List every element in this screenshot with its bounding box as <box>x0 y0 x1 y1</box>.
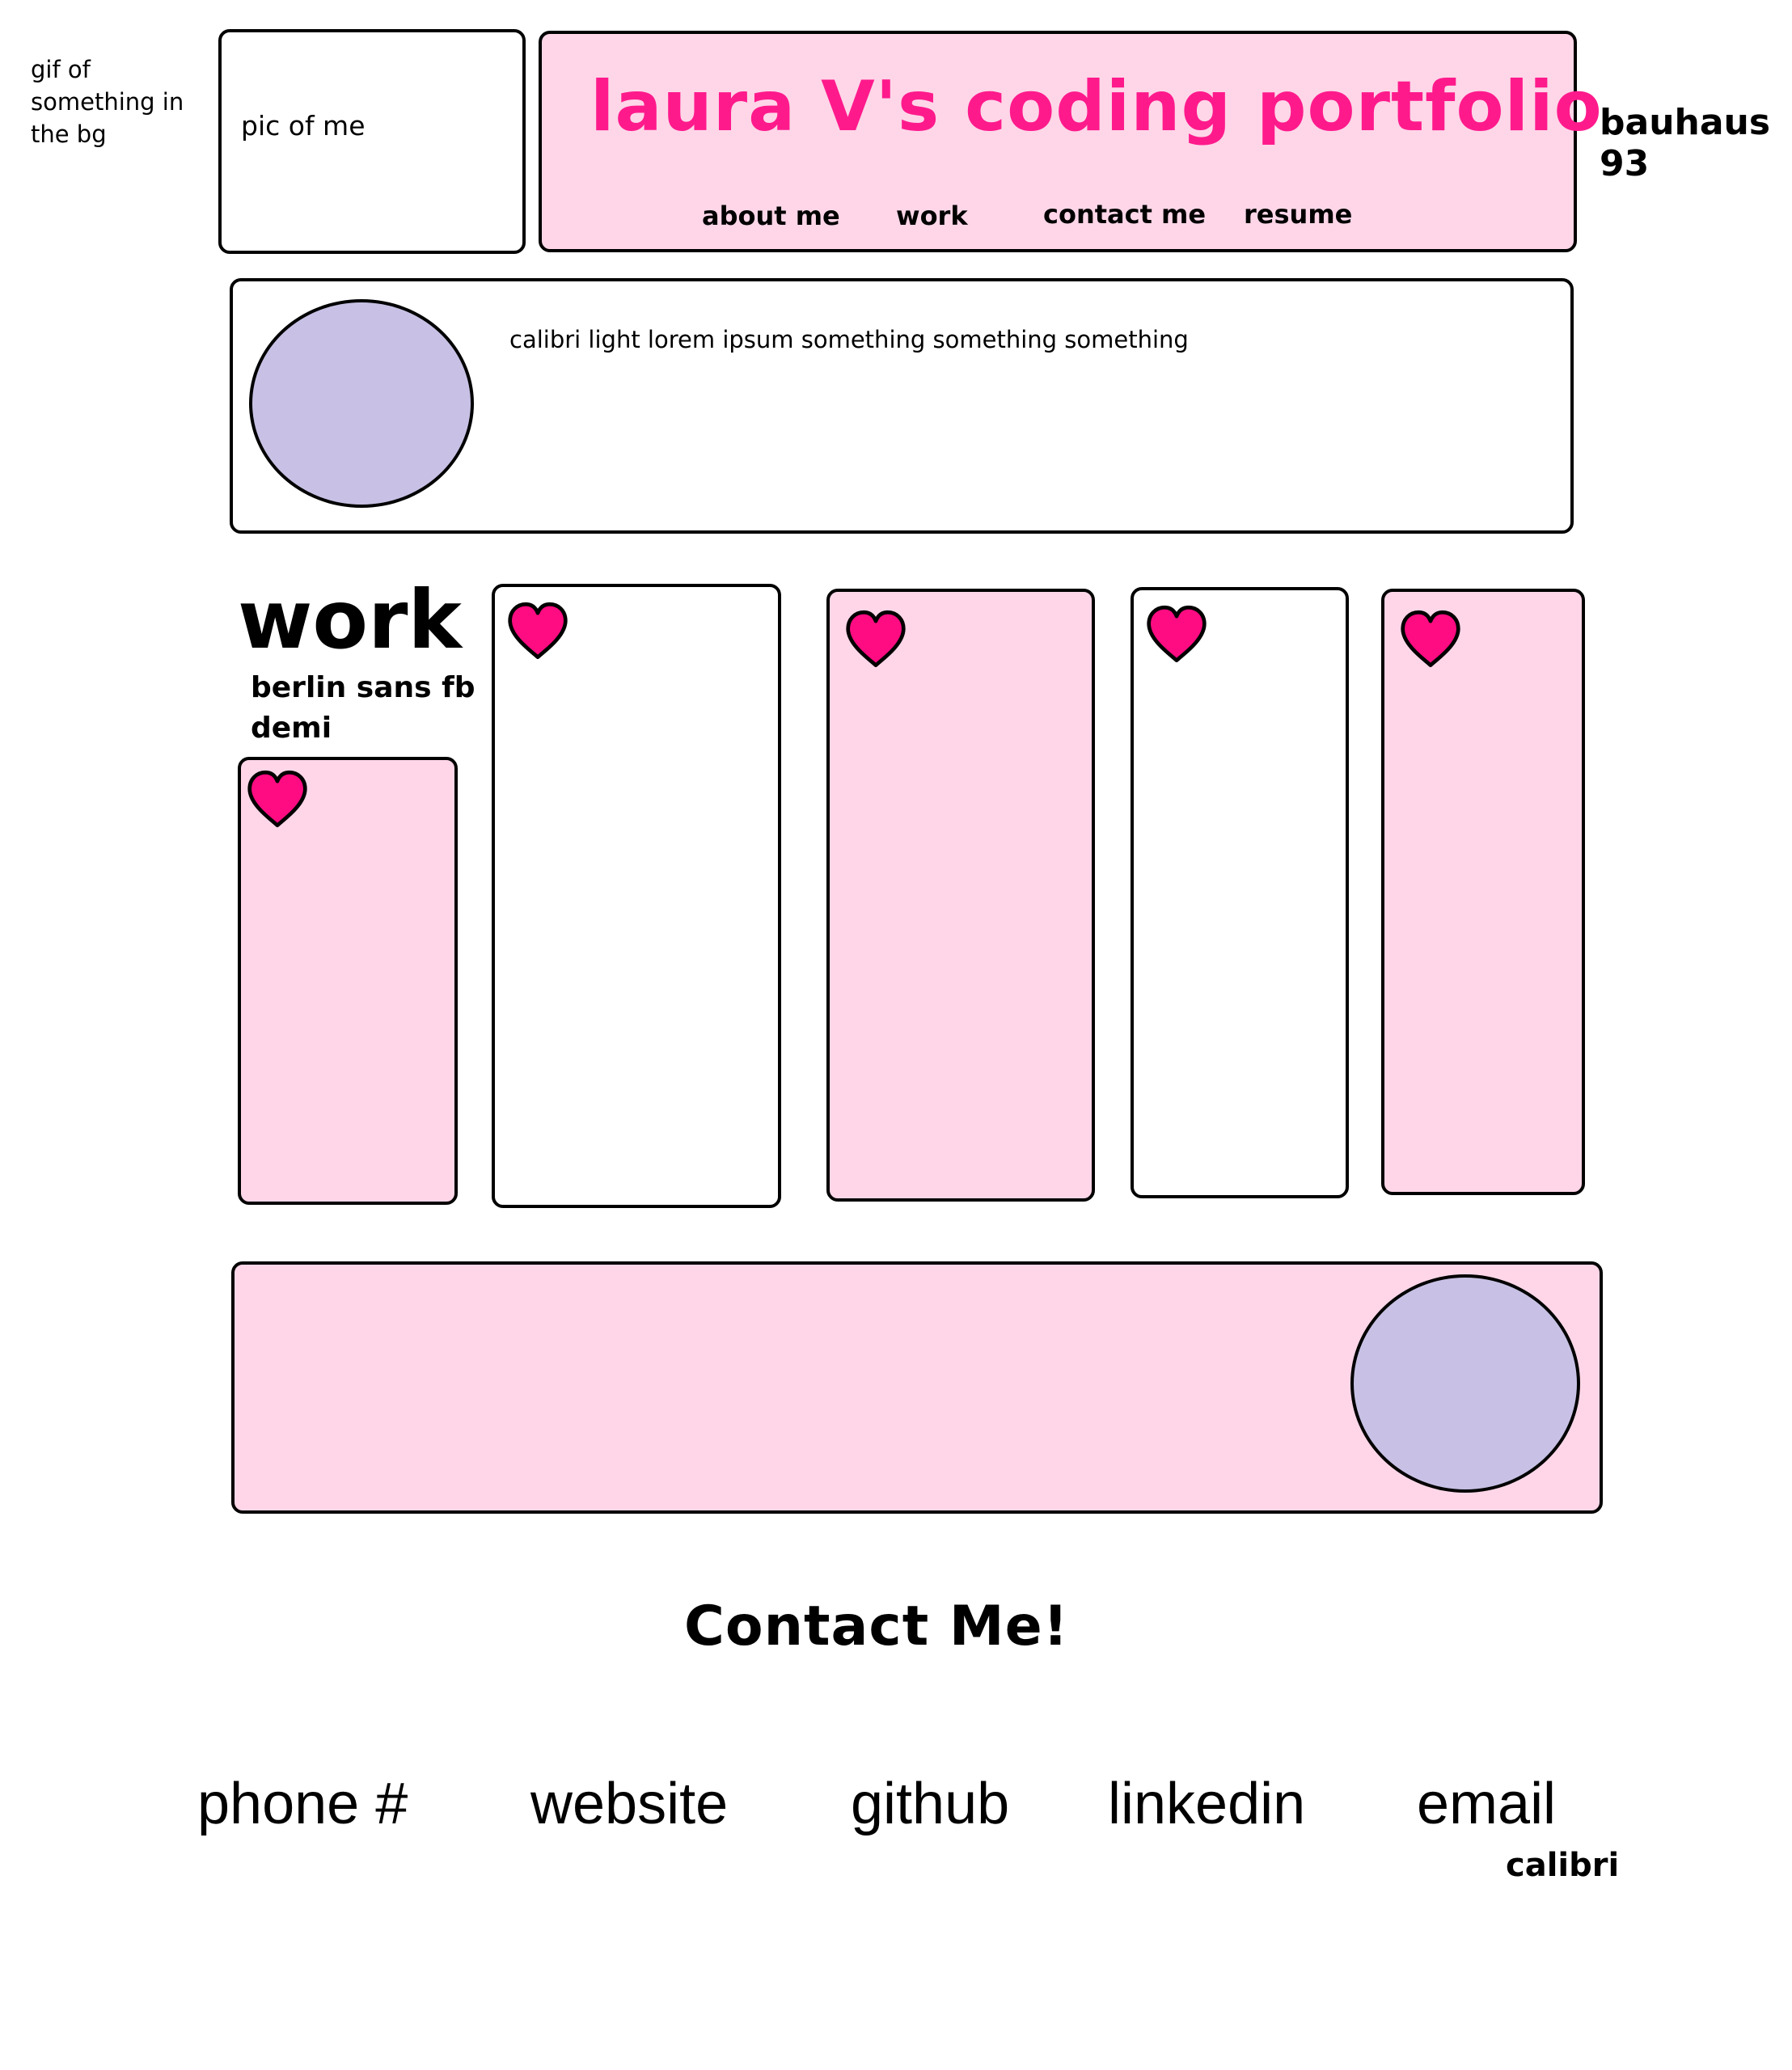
work-card-5[interactable] <box>1381 589 1585 1195</box>
work-heading: work <box>238 572 462 667</box>
feature-banner <box>231 1261 1603 1514</box>
bg-note: gif of something in the bg <box>31 56 184 148</box>
contact-website-link[interactable]: website <box>530 1772 729 1836</box>
about-text: calibri light lorem ipsum something some… <box>509 326 1189 353</box>
heart-icon <box>844 610 907 668</box>
contact-font-note: calibri <box>1506 1847 1620 1884</box>
nav-about-me[interactable]: about me <box>702 201 840 231</box>
nav-work[interactable]: work <box>896 201 968 231</box>
work-card-4[interactable] <box>1131 587 1349 1198</box>
heart-icon <box>1399 610 1462 668</box>
title-font-note: bauhaus 93 <box>1600 102 1771 184</box>
work-card-2[interactable] <box>492 584 781 1208</box>
contact-linkedin-link[interactable]: linkedin <box>1108 1772 1306 1836</box>
nav-contact-me[interactable]: contact me <box>1043 199 1207 230</box>
contact-phone-link[interactable]: phone # <box>197 1772 408 1836</box>
photo-placeholder-label: pic of me <box>241 110 366 142</box>
nav-resume[interactable]: resume <box>1244 199 1353 230</box>
work-card-3[interactable] <box>826 589 1095 1202</box>
heart-icon <box>506 602 569 660</box>
heart-icon <box>1145 605 1208 663</box>
profile-photo-placeholder: pic of me <box>218 29 526 254</box>
contact-heading: Contact Me! <box>684 1595 1069 1658</box>
banner-avatar <box>1350 1274 1580 1493</box>
work-font-note: berlin sans fb demi <box>251 671 475 745</box>
about-section: calibri light lorem ipsum something some… <box>230 278 1574 534</box>
heart-icon <box>246 770 309 828</box>
site-title: laura V's coding portfolio <box>590 66 1603 147</box>
work-card-1[interactable] <box>238 757 458 1205</box>
about-avatar <box>249 299 474 508</box>
contact-github-link[interactable]: github <box>851 1772 1010 1836</box>
header-banner: laura V's coding portfolio about me work… <box>539 31 1602 252</box>
contact-email-link[interactable]: email <box>1417 1772 1557 1836</box>
